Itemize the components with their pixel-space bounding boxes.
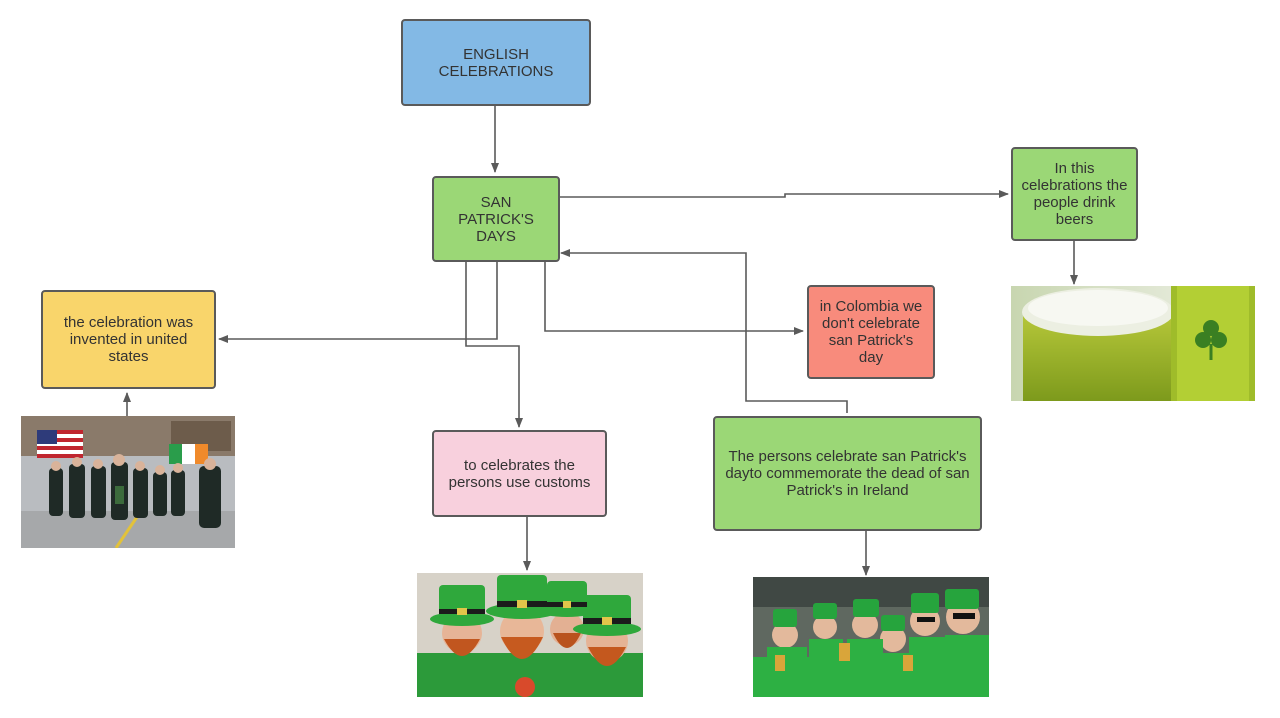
arrow-main-to-colombia (544, 262, 804, 335)
node-customs[interactable]: to celebrates the persons use customs (432, 430, 607, 517)
node-english-celebrations[interactable]: ENGLISH CELEBRATIONS (401, 19, 591, 106)
node-san-patricks-days-label: SAN PATRICK'S DAYS (458, 193, 534, 245)
node-san-patricks-days[interactable]: SAN PATRICK'S DAYS (432, 176, 560, 262)
node-commemorate[interactable]: The persons celebrate san Patrick's dayt… (713, 416, 982, 531)
parade-photo (21, 416, 235, 548)
node-drink-beers[interactable]: In this celebrations the people drink be… (1011, 147, 1138, 241)
arrow-main-to-customs (465, 262, 523, 428)
node-english-celebrations-label: ENGLISH CELEBRATIONS (438, 45, 554, 80)
node-drink-beers-label: In this celebrations the people drink be… (1021, 160, 1128, 228)
green-crowd-photo (753, 577, 989, 697)
node-commemorate-label: The persons celebrate san Patrick's dayt… (725, 448, 970, 499)
arrow-commemorate-to-main (560, 249, 848, 413)
leprechaun-costumes-photo (417, 573, 643, 697)
node-invented-label: the celebration was invented in united s… (63, 314, 194, 365)
node-colombia-label: in Colombia we don't celebrate san Patri… (819, 298, 923, 366)
arrow-main-to-invented (218, 262, 498, 343)
green-beer-photo (1011, 286, 1255, 401)
arrow-main-to-beers (560, 190, 1009, 198)
node-customs-label: to celebrates the persons use customs (448, 456, 591, 491)
node-invented-in-united-states[interactable]: the celebration was invented in united s… (41, 290, 216, 389)
node-colombia[interactable]: in Colombia we don't celebrate san Patri… (807, 285, 935, 379)
